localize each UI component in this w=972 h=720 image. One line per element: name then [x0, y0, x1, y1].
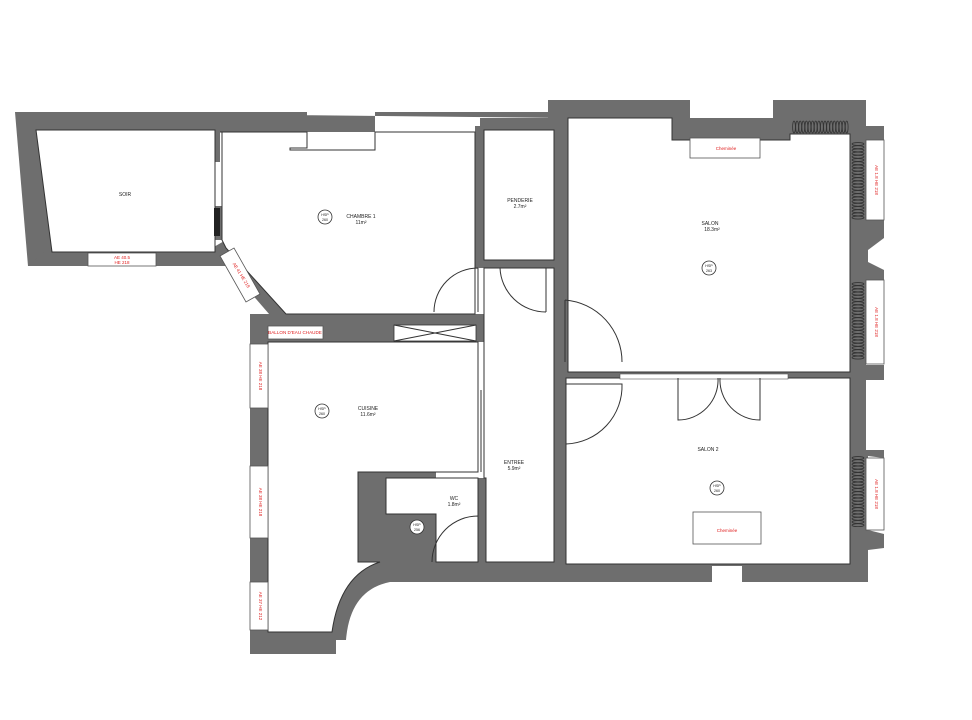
door-salon2: [565, 383, 623, 445]
salon2-window-text-1: AE 1.8 HE 218: [874, 479, 879, 509]
soir-window-text-1: AE 40.5: [114, 255, 131, 260]
door-double-right: [719, 377, 761, 421]
wall-stub: [215, 130, 220, 162]
chimney-grill: [214, 208, 220, 236]
room-label-soir: SOIR: [119, 192, 132, 198]
radiator-salon2-right: [851, 456, 865, 528]
room-label-penderie: PENDERIE: [507, 198, 533, 204]
divider-opening: [619, 373, 789, 380]
svg-text:260: 260: [714, 489, 720, 493]
window-cuisine-2: [249, 465, 269, 539]
svg-text:260: 260: [319, 412, 325, 416]
door-wc: [431, 515, 479, 563]
cuisine-window-text-3: AE 37 HE 212: [258, 592, 263, 621]
svg-text:HSP: HSP: [713, 484, 721, 488]
salon-window-text-2: AE 1.8 HE 218: [874, 307, 879, 337]
wall-soir-left: [15, 112, 52, 266]
labels: SOIR CHAMBRE 1 11m² PENDERIE 2.7m² SALON…: [119, 192, 720, 508]
window-cuisine-1: [249, 343, 269, 409]
wall-penderie-bottom: [480, 260, 557, 268]
svg-text:HSP: HSP: [318, 407, 326, 411]
cheminee-salon2-text: Cheminée: [717, 528, 738, 533]
cheminee-salon-text: Cheminée: [716, 146, 737, 151]
room-wc: [385, 477, 479, 563]
svg-text:256: 256: [414, 528, 420, 532]
room-salon: [567, 117, 851, 373]
room-entree: [483, 267, 555, 563]
hsp-wc: HSP 256: [409, 519, 425, 535]
cuisine-window-text-1: AE 38 HE 218: [258, 362, 263, 391]
wall-entree-right: [554, 300, 565, 562]
wall-cuisine-bottom: [250, 632, 336, 654]
room-area-entree: 5.9m²: [508, 466, 521, 472]
radiator-salon-top: [792, 120, 849, 134]
room-area-wc: 1.8m²: [448, 502, 461, 508]
svg-text:HSP: HSP: [705, 264, 713, 268]
window-salon-1: [865, 139, 885, 221]
door-penderie: [499, 267, 547, 313]
room-label-cuisine: CUISINE: [358, 406, 379, 412]
hsp-cuisine: HSP 260: [314, 403, 330, 419]
door-chambre: [433, 267, 479, 313]
room-area-salon: 18.3m²: [704, 227, 720, 233]
door-salon: [564, 299, 623, 363]
hsp-salon: HSP 263: [701, 260, 717, 276]
ballon-box: [267, 325, 324, 340]
wall-pier: [554, 362, 566, 384]
cheminee-salon2-box: [692, 511, 762, 545]
svg-text:HSP: HSP: [321, 213, 329, 217]
windows: [87, 137, 885, 631]
room-area-chambre1: 11m²: [355, 220, 366, 226]
radiators: [792, 120, 865, 528]
room-area-cuisine: 11.6m²: [360, 412, 376, 418]
radiator-salon-right-2: [851, 282, 865, 360]
crossed-box: [393, 324, 477, 342]
hsp-salon2: HSP 260: [709, 480, 725, 496]
svg-text:HSP: HSP: [413, 523, 421, 527]
hsp-chambre1: HSP 260: [317, 209, 333, 225]
door-double-left: [677, 377, 719, 421]
cuisine-window-text-2: AE 38 HE 218: [258, 488, 263, 517]
annotations: AE 40.5 HE 218 BALLON D'EAU CHAUDE Chemi…: [114, 146, 879, 621]
window-cuisine-3: [249, 581, 269, 631]
svg-text:263: 263: [706, 269, 712, 273]
doors: [431, 267, 761, 563]
room-penderie: [483, 129, 555, 261]
room-label-chambre1: CHAMBRE 1: [346, 214, 375, 220]
room-label-salon: SALON: [702, 221, 719, 227]
radiator-salon-right-1: [851, 142, 865, 220]
salon-window-text-1: AE 1.8 HE 218: [874, 165, 879, 195]
room-label-salon2: SALON 2: [697, 447, 718, 453]
room-soir: [35, 129, 216, 253]
wall-wc-right: [478, 478, 486, 562]
room-area-penderie: 2.7m²: [514, 204, 527, 210]
window-salon2-1: [865, 457, 885, 531]
wall-wc-block: [358, 472, 436, 562]
ballon-text: BALLON D'EAU CHAUDE: [268, 330, 322, 335]
room-chambre1: [220, 131, 476, 315]
wall-penderie-top: [475, 126, 557, 130]
window-diagonal: [219, 247, 261, 303]
wall-chambre-right: [475, 126, 484, 268]
soir-window-text-2: HE 218: [114, 260, 130, 265]
room-label-entree: ENTREE: [504, 460, 525, 466]
window-salon-2: [865, 279, 885, 365]
room-label-wc: WC: [450, 496, 459, 502]
window-soir: [87, 252, 157, 267]
cheminee-salon-box: [689, 137, 761, 159]
wall-soir-top: [36, 112, 307, 132]
svg-text:260: 260: [322, 218, 328, 222]
